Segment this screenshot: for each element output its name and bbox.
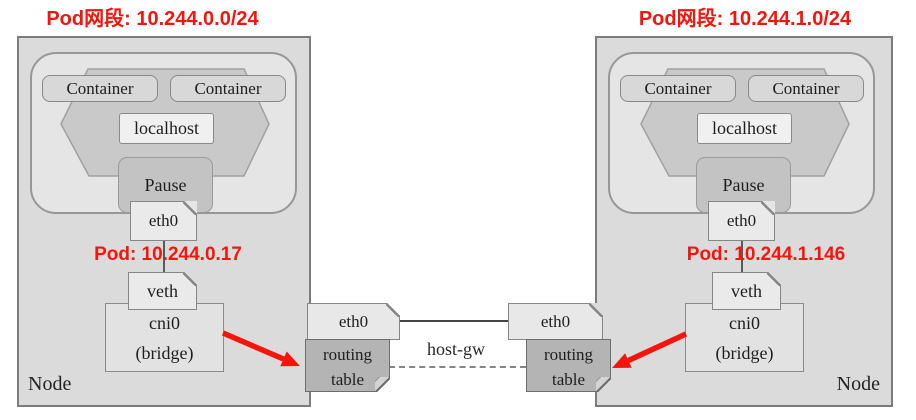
container-label: Container xyxy=(66,78,134,98)
veth-label: veth xyxy=(147,280,178,301)
localhost-box: localhost xyxy=(119,113,214,144)
pod-eth0-label: eth0 xyxy=(726,211,757,230)
routing-label-line2: table xyxy=(330,370,365,389)
pod-eth0-box: eth0 xyxy=(708,201,775,241)
bridge-name: cni0 xyxy=(729,313,760,333)
node-box-right: Container Container localhost Pause eth0… xyxy=(595,36,893,407)
container-box: Container xyxy=(42,75,158,102)
host-eth0-box-left: eth0 xyxy=(307,303,400,340)
pod-eth0-label: eth0 xyxy=(148,211,179,230)
veth-box: veth xyxy=(712,272,781,310)
bridge-name: cni0 xyxy=(149,313,180,333)
host-eth0-box-right: eth0 xyxy=(508,303,603,340)
folded-corner xyxy=(767,272,781,286)
folded-corner xyxy=(386,303,400,317)
pause-label: Pause xyxy=(144,174,187,195)
folded-corner xyxy=(183,272,197,286)
veth-label: veth xyxy=(731,280,762,301)
container-label: Container xyxy=(644,78,712,98)
pod-subnet-label-left: Pod网段: 10.244.0.0/24 xyxy=(46,8,259,30)
folded-corner xyxy=(589,303,603,317)
eth0-veth-connector-line xyxy=(741,241,743,273)
pause-label: Pause xyxy=(722,174,765,195)
routing-label-line1: routing xyxy=(543,345,594,364)
pod-ip-label: Pod: 10.244.0.17 xyxy=(94,244,242,265)
host-eth0-label: eth0 xyxy=(338,311,369,331)
localhost-label: localhost xyxy=(712,118,777,138)
bridge-type: (bridge) xyxy=(715,343,774,363)
folded-corner xyxy=(596,377,611,392)
cni0-bridge-box: cni0 (bridge) xyxy=(105,303,224,372)
host-gw-label: host-gw xyxy=(427,339,485,359)
pod-ip-label: Pod: 10.244.1.146 xyxy=(686,244,846,265)
eth0-eth0-link-line xyxy=(400,320,508,322)
container-box: Container xyxy=(170,75,286,102)
node-label: Node xyxy=(836,373,880,395)
pod-subnet-label-right: Pod网段: 10.244.1.0/24 xyxy=(638,8,852,30)
container-box: Container xyxy=(620,75,736,102)
localhost-label: localhost xyxy=(134,118,199,138)
host-eth0-label: eth0 xyxy=(540,311,571,331)
node-box-left: Container Container localhost Pause eth0… xyxy=(17,36,311,407)
folded-corner xyxy=(375,377,390,392)
container-box: Container xyxy=(748,75,864,102)
routing-table-box-left: routing table xyxy=(305,339,390,392)
node-label: Node xyxy=(28,373,72,395)
localhost-box: localhost xyxy=(697,113,792,144)
eth0-veth-connector-line xyxy=(163,241,165,273)
routing-label-line2: table xyxy=(551,370,586,389)
folded-corner xyxy=(761,201,775,215)
veth-box: veth xyxy=(128,272,197,310)
bridge-type: (bridge) xyxy=(135,343,194,363)
routing-table-box-right: routing table xyxy=(526,339,611,392)
container-label: Container xyxy=(772,78,840,98)
pod-eth0-box: eth0 xyxy=(130,201,197,241)
routing-label-line1: routing xyxy=(322,345,373,364)
container-label: Container xyxy=(194,78,262,98)
routing-routing-dashed-line xyxy=(389,366,526,368)
cni0-bridge-box: cni0 (bridge) xyxy=(685,303,804,372)
folded-corner xyxy=(183,201,197,215)
